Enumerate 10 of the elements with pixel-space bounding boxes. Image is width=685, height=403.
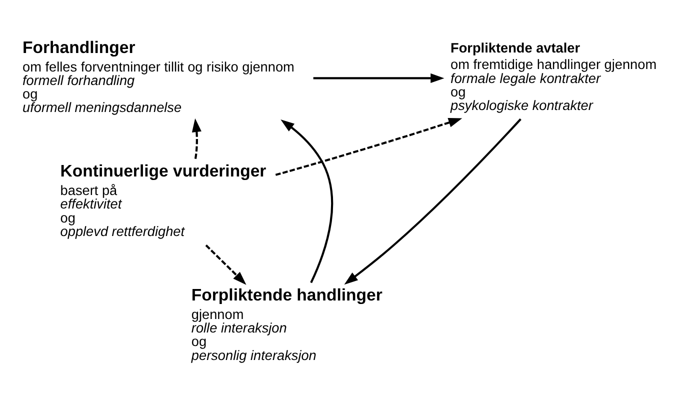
- arrow: [192, 118, 202, 158]
- arrow: [275, 117, 462, 176]
- node-text: Forpliktende avtaler om fremtidige handlinger gjennom formale legale kontrakter og psykologiske kontrakter: [450, 40, 657, 113]
- arrow: [280, 119, 334, 283]
- node-text: Kontinuerlige vurderinger basert på effektivitet og opplevd rettferdighet: [60, 161, 266, 238]
- arrow: [344, 118, 522, 284]
- arrow: [313, 72, 444, 82]
- node-text: Forhandlinger om felles forventninger tillit og risiko gjennom formell forhandling og uformell meningsdannelse: [22, 37, 294, 115]
- arrow: [205, 244, 246, 284]
- node-text: Forpliktende handlinger gjennom rolle interaksjon og personlig interaksjon: [191, 284, 382, 362]
